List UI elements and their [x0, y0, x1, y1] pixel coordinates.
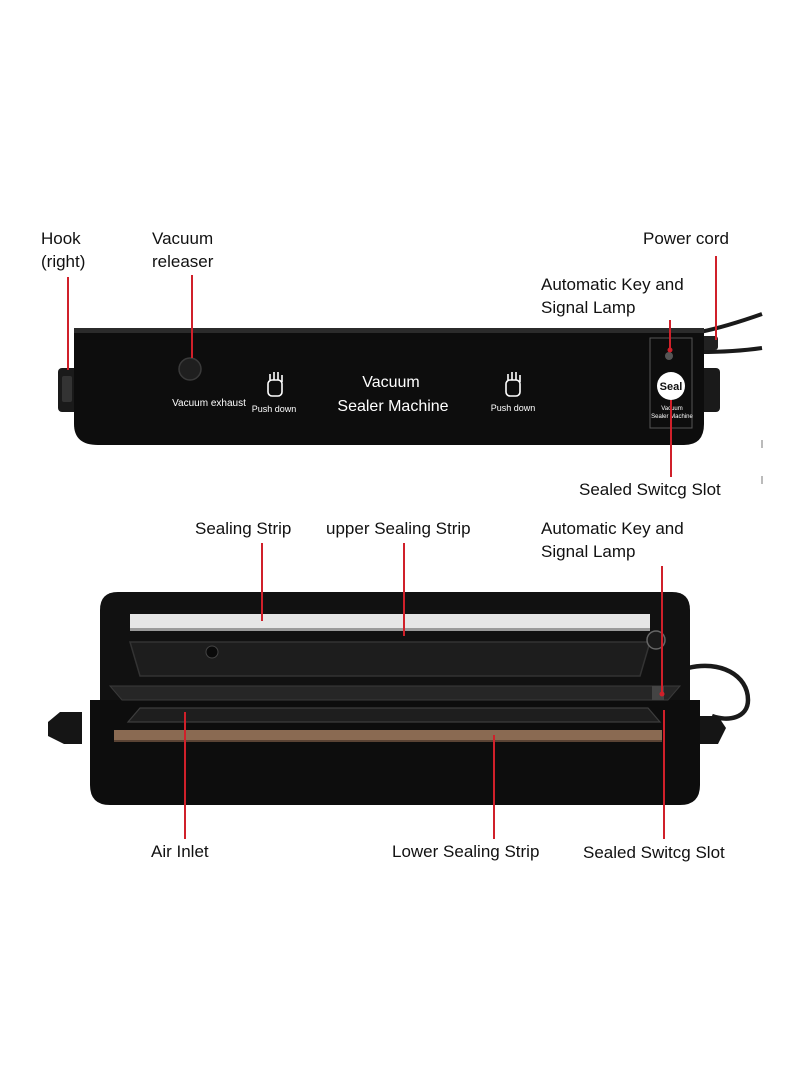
air-inlet-label: Air Inlet: [151, 842, 209, 861]
seal-button-label: Seal: [660, 381, 683, 393]
vacuum-exhaust-text: Vacuum exhaust: [172, 398, 246, 409]
device-title-line1: Vacuum: [362, 374, 420, 391]
lid-knob-icon: [205, 645, 219, 659]
push-down-right-hand-icon: [505, 372, 521, 397]
open-auto-key-dot: [659, 691, 665, 697]
open-view-pointers: [184, 543, 665, 839]
upper-gasket: [128, 641, 652, 677]
strip-shadow: [130, 628, 650, 631]
open-sealed-slot-label: Sealed Switcg Slot: [583, 843, 725, 862]
device-body: [74, 328, 704, 445]
device-title-line2: Sealer Machine: [337, 398, 448, 415]
seal-caption-line2: Sealer Machine: [651, 414, 693, 420]
lower-sealing-strip-copper: [114, 730, 662, 740]
hook-label-line2: (right): [41, 252, 86, 271]
push-down-right-text: Push down: [491, 403, 536, 413]
hook-label-line1: Hook: [41, 229, 81, 248]
signal-lamp-icon: [665, 352, 673, 360]
open-sealer-device: [48, 592, 751, 805]
power-cord-icon-2: [699, 346, 763, 354]
open-auto-key-label-line1: Automatic Key and: [541, 519, 684, 538]
auto-key-dot: [667, 347, 673, 353]
power-cord-label: Power cord: [643, 229, 729, 248]
vacuum-releaser-label-line1: Vacuum: [152, 229, 214, 248]
lower-strip-edge: [114, 740, 662, 742]
power-cord-icon: [699, 312, 763, 334]
hinge-edge: [108, 685, 682, 701]
sealed-slot-label: Sealed Switcg Slot: [579, 480, 721, 499]
lower-gasket: [126, 707, 662, 723]
base: [90, 700, 700, 805]
upper-sealing-strip-white: [130, 614, 650, 628]
seal-button[interactable]: [657, 372, 685, 400]
open-power-cord-icon: [687, 663, 751, 721]
push-down-left-hand-icon: [267, 372, 283, 397]
open-hook-left-icon: [48, 712, 82, 744]
lid-indicator-icon: [646, 630, 666, 650]
auto-key-label-line1: Automatic Key and: [541, 275, 684, 294]
top-view-pointers: [67, 256, 717, 477]
vacuum-releaser-label-line2: releaser: [152, 252, 214, 271]
upper-sealing-strip-label: upper Sealing Strip: [326, 519, 471, 538]
auto-key-label-line2: Signal Lamp: [541, 298, 636, 317]
closed-sealer-device: Vacuum exhaust Push down Vacuum Sealer M…: [58, 312, 763, 445]
open-auto-key-label-line2: Signal Lamp: [541, 542, 636, 561]
device-top-edge: [74, 328, 704, 333]
hook-right-icon: [700, 368, 720, 412]
lower-sealing-strip-label: Lower Sealing Strip: [392, 842, 540, 861]
sealing-strip-label: Sealing Strip: [195, 519, 292, 538]
push-down-left-text: Push down: [252, 404, 297, 414]
vacuum-releaser-knob-icon: [178, 357, 202, 381]
hook-left-detail: [62, 376, 72, 402]
